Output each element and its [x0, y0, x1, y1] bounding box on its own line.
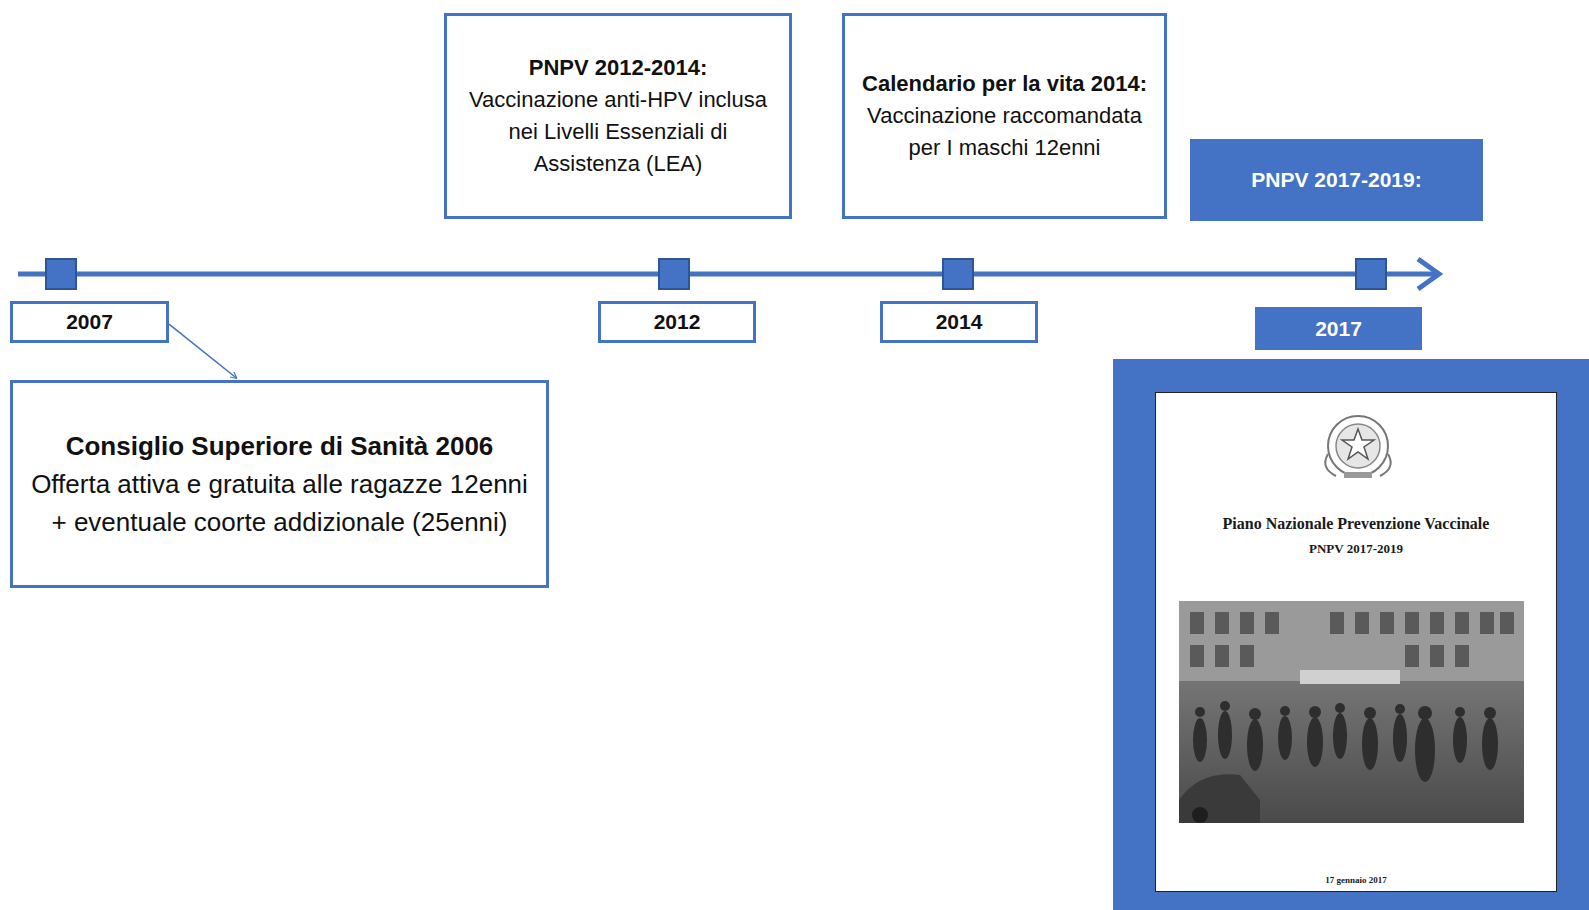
document-page	[1155, 392, 1557, 892]
node-content: Consiglio Superiore di Sanità 2006Offert…	[27, 427, 532, 541]
node-heading: 2014	[886, 309, 1032, 335]
node-content: 2012	[604, 309, 750, 335]
timeline-arrowhead	[1418, 259, 1439, 289]
node-heading: PNPV 2017-2019:	[1202, 167, 1471, 193]
node-content: PNPV 2012-2014:Vaccinazione anti-HPV inc…	[461, 52, 775, 180]
event-box: Consiglio Superiore di Sanità 2006Offert…	[10, 380, 549, 588]
year-box: 2017	[1255, 307, 1422, 350]
node-text: Offerta attiva e gratuita alle ragazze 1…	[27, 465, 532, 541]
node-content: Calendario per la vita 2014:Vaccinazione…	[857, 68, 1152, 164]
node-heading: Piano Nazionale Prevenzione Vaccinale	[1156, 515, 1556, 533]
node-heading: 2017	[1260, 316, 1417, 342]
node-text: 17 gennaio 2017	[1156, 875, 1556, 885]
node-content: 2007	[16, 309, 163, 335]
node-heading: 2012	[604, 309, 750, 335]
node-text: Vaccinazione anti-HPV inclusa nei Livell…	[461, 84, 775, 180]
node-heading: 2007	[16, 309, 163, 335]
emblem	[1325, 416, 1390, 478]
year-box: 2014	[880, 301, 1038, 343]
timeline-marker	[1356, 259, 1386, 289]
event-box: Calendario per la vita 2014:Vaccinazione…	[842, 13, 1167, 219]
event-box: PNPV 2012-2014:Vaccinazione anti-HPV inc…	[444, 13, 792, 219]
node-heading: PNPV 2012-2014:	[461, 52, 775, 84]
node-heading: Consiglio Superiore di Sanità 2006	[27, 427, 532, 465]
node-heading: Calendario per la vita 2014:	[857, 68, 1152, 100]
document-panel	[1113, 359, 1589, 910]
node-content: Piano Nazionale Prevenzione VaccinalePNP…	[1156, 393, 1556, 891]
node-content: 2017	[1260, 316, 1417, 342]
node-content: 2014	[886, 309, 1032, 335]
connector-arrow	[169, 324, 236, 378]
timeline-axis	[18, 272, 1436, 277]
timeline-marker	[46, 259, 76, 289]
node-text: PNPV 2017-2019	[1156, 541, 1556, 557]
plan-label-box: PNPV 2017-2019:	[1190, 139, 1483, 221]
year-box: 2012	[598, 301, 756, 343]
node-content: PNPV 2017-2019:	[1202, 167, 1471, 193]
node-text: Vaccinazione raccomandata per I maschi 1…	[857, 100, 1152, 164]
timeline-marker	[943, 259, 973, 289]
timeline-marker	[659, 259, 689, 289]
document-cover: Piano Nazionale Prevenzione VaccinalePNP…	[1155, 392, 1557, 892]
year-box: 2007	[10, 301, 169, 343]
document-photo	[1179, 601, 1524, 823]
